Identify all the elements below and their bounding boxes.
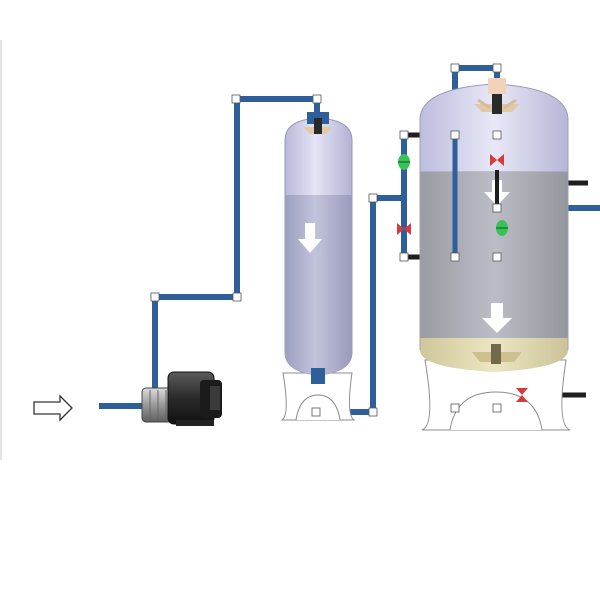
valve-red-icon <box>516 388 528 402</box>
valve-green-icon <box>398 154 410 170</box>
valve-red-icon <box>490 154 504 166</box>
pipe-joints <box>150 63 502 417</box>
bottom-distributor-icon <box>472 344 522 364</box>
distributor-icon <box>303 118 333 134</box>
valve-green-icon <box>496 220 508 236</box>
valve-red-icon <box>397 223 411 235</box>
flow-down-arrow-icon <box>482 303 512 333</box>
top-distributor-icon <box>474 78 520 114</box>
pressure-tank <box>280 112 356 421</box>
flow-down-arrow-icon <box>298 223 322 253</box>
pump <box>141 371 222 426</box>
inlet-arrow-icon <box>33 394 73 422</box>
